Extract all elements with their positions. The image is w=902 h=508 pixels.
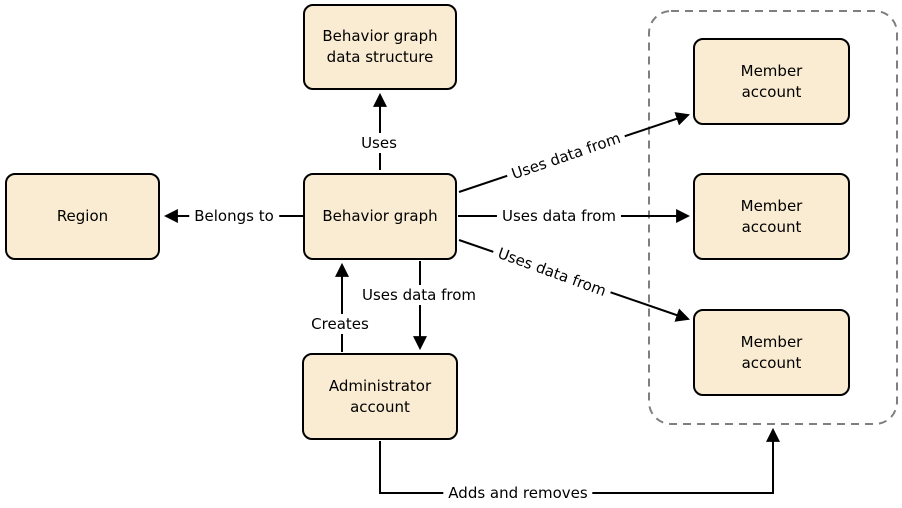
node-behavior-graph: Behavior graph xyxy=(303,173,457,260)
node-label: Member account xyxy=(740,332,803,372)
node-label: Member account xyxy=(740,196,803,236)
member-accounts-dashed-container xyxy=(648,10,898,425)
edge-label-belongs-to: Belongs to xyxy=(189,206,279,226)
node-member-account-1: Member account xyxy=(693,38,850,125)
node-label: Behavior graph data structure xyxy=(322,27,438,66)
node-member-account-3: Member account xyxy=(693,309,850,396)
node-member-account-2: Member account xyxy=(693,173,850,260)
node-label: Member account xyxy=(740,61,803,101)
node-label: Region xyxy=(56,207,109,225)
edge-label-uses-data-from-admin: Uses data from xyxy=(356,285,482,305)
node-label: Administrator account xyxy=(328,376,432,416)
edge-label-uses-data-from-middle: Uses data from xyxy=(496,206,622,226)
edge-label-adds-and-removes: Adds and removes xyxy=(443,483,593,503)
node-region: Region xyxy=(5,173,160,260)
node-administrator-account: Administrator account xyxy=(302,353,458,440)
node-behavior-graph-data-structure: Behavior graph data structure xyxy=(303,4,457,90)
node-label: Behavior graph xyxy=(322,207,438,225)
edge-label-uses: Uses xyxy=(356,133,402,153)
edge-label-creates: Creates xyxy=(306,314,374,334)
